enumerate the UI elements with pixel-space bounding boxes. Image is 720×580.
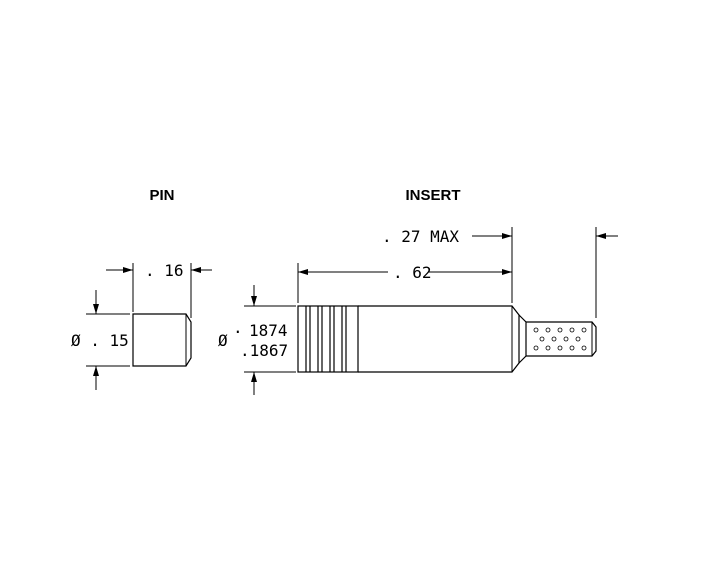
insert-diameter-upper: 1874 (249, 321, 288, 340)
insert-diameter-dimension: Ø . 1874 .1867 (218, 285, 296, 395)
insert-diameter-colon-top: . (233, 318, 243, 337)
insert-length-label: . 62 (393, 263, 432, 282)
pin-length-dimension: . 16 (106, 261, 212, 318)
pin-diameter-label: Ø . 15 (71, 331, 129, 350)
pin-diameter-dimension: Ø . 15 (71, 290, 130, 390)
insert-title: INSERT (405, 187, 460, 204)
pin-title: PIN (149, 187, 174, 204)
pin-length-label: . 16 (145, 261, 184, 280)
pin-body (132, 313, 192, 367)
insert-length-dimension: . 62 (297, 263, 512, 303)
insert-body (297, 305, 597, 373)
insert-max-dimension: . 27 MAX (382, 227, 618, 318)
insert-diameter-symbol: Ø (218, 331, 228, 350)
crimp-texture (533, 327, 587, 351)
insert-diameter-lower: .1867 (240, 341, 288, 360)
insert-max-label: . 27 MAX (382, 227, 459, 246)
